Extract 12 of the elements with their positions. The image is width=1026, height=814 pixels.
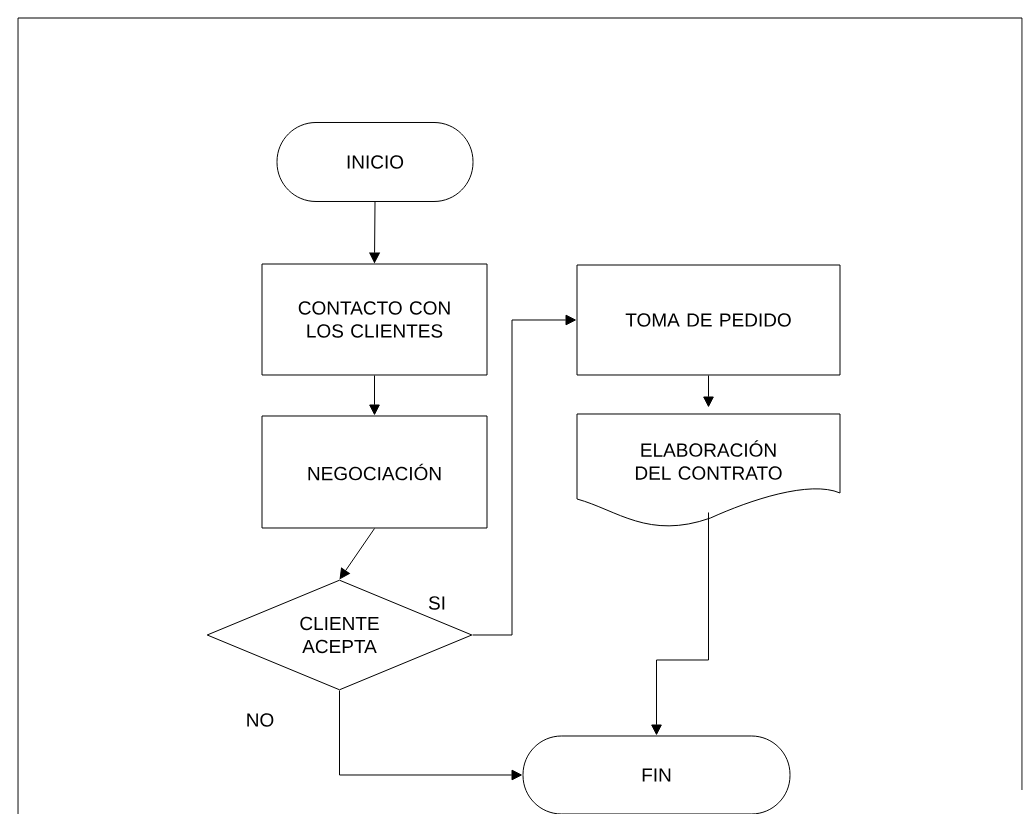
arrow <box>369 201 380 263</box>
process-box: NEGOCIACIÓN <box>261 415 488 529</box>
process-box: TOMA DE PEDIDO <box>576 264 841 376</box>
process-box: CONTACTO CON LOS CLIENTES <box>261 263 488 376</box>
arrow <box>339 690 522 781</box>
edge-label: SI <box>427 595 447 611</box>
arrow <box>339 528 375 580</box>
edge-label: NO <box>244 712 276 728</box>
arrow <box>472 314 576 636</box>
arrow <box>703 375 714 407</box>
arrow <box>651 512 709 735</box>
arrow <box>369 375 380 415</box>
